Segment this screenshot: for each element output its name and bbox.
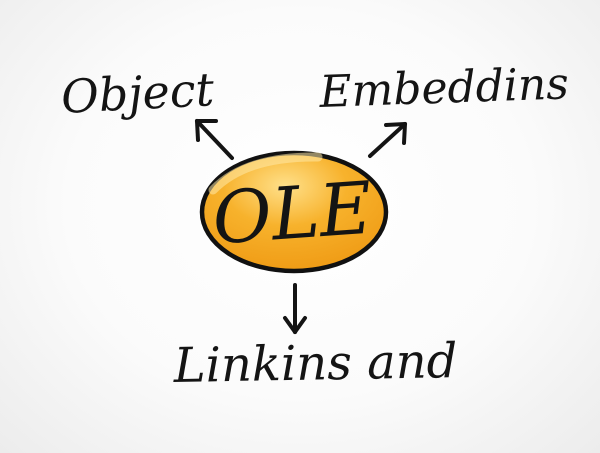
center-oval (199, 150, 389, 274)
arrow-up-left-icon (195, 119, 234, 160)
word-embeddins: Embeddins (318, 58, 570, 118)
arrow-up-right-icon (368, 122, 407, 158)
word-object: Object (60, 62, 216, 124)
word-linkins-and: Linkins and (172, 333, 458, 394)
center-label-ole: OLE (210, 166, 375, 261)
arrow-down-icon (283, 283, 307, 334)
